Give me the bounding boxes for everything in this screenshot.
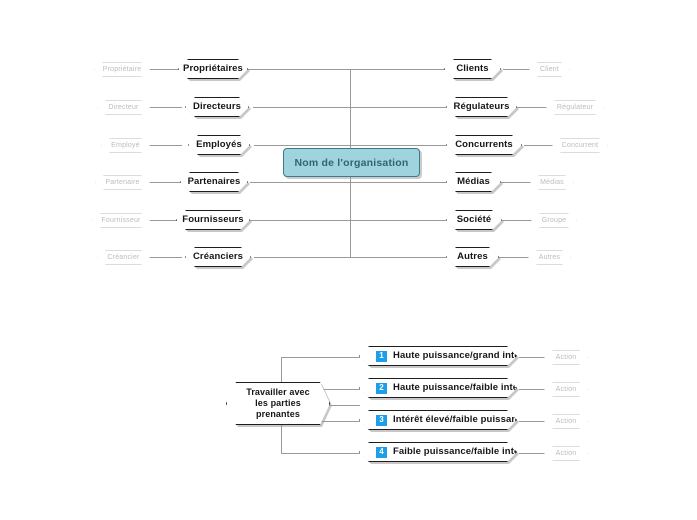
branch-label: Partenaires	[187, 176, 241, 188]
branch-label: Concurrents	[455, 139, 513, 151]
branch-node-creanciers[interactable]: Créanciers	[185, 247, 251, 267]
ghost-label: Propriétaire	[102, 66, 142, 73]
ghost-node-groupe[interactable]: Groupe	[531, 213, 577, 228]
ghost-node-client[interactable]: Client	[529, 62, 570, 77]
branch-node-directeurs[interactable]: Directeurs	[185, 97, 249, 117]
strategy-item-1[interactable]: 1 Haute puissance/grand intérêt	[359, 346, 517, 366]
number-badge-1: 1	[376, 351, 387, 362]
branch-node-partenaires[interactable]: Partenaires	[180, 172, 248, 192]
branch-node-concurrents[interactable]: Concurrents	[446, 135, 522, 155]
ghost-label: Client	[539, 66, 560, 73]
ghost-node-partenaire[interactable]: Partenaire	[95, 175, 150, 190]
ghost-label: Médias	[540, 179, 564, 186]
strategy-item-4[interactable]: 4 Faible puissance/faible intérêt	[359, 442, 517, 462]
ghost-node-autres[interactable]: Autres	[528, 250, 571, 265]
ghost-label: Groupe	[541, 217, 567, 224]
ghost-label: Directeur	[108, 104, 139, 111]
strategy-item-label: Faible puissance/faible intérêt	[393, 446, 532, 458]
ghost-node-medias[interactable]: Médias	[530, 175, 574, 190]
ghost-node-directeur[interactable]: Directeur	[97, 100, 150, 115]
branch-label: Fournisseurs	[182, 214, 244, 226]
ghost-label: Fournisseur	[101, 217, 141, 224]
root-label-line3: prenantes	[256, 408, 300, 419]
branch-node-autres[interactable]: Autres	[446, 247, 499, 267]
ghost-label: Action	[555, 354, 577, 361]
branch-node-societe[interactable]: Société	[446, 210, 502, 230]
strategy-item-3[interactable]: 3 Intérêt élevé/faible puissance	[359, 410, 517, 430]
ghost-label: Action	[555, 418, 577, 425]
ghost-node-concurrent[interactable]: Concurrent	[552, 138, 608, 153]
ghost-node-action-1[interactable]: Action	[544, 350, 588, 365]
branch-node-clients[interactable]: Clients	[444, 59, 501, 79]
strategy-item-label: Haute puissance/faible intérêt	[393, 382, 531, 394]
ghost-node-action-2[interactable]: Action	[544, 382, 588, 397]
ghost-node-regulateur[interactable]: Régulateur	[546, 100, 604, 115]
organisation-center-label: Nom de l'organisation	[294, 156, 409, 169]
strategy-item-2[interactable]: 2 Haute puissance/faible intérêt	[359, 378, 517, 398]
strategy-item-label: Haute puissance/grand intérêt	[393, 350, 533, 362]
branch-label: Régulateurs	[453, 101, 510, 113]
ghost-node-employe[interactable]: Employé	[101, 138, 150, 153]
stakeholder-strategy-root-node[interactable]: Travailler avec les parties prenantes	[226, 382, 330, 425]
branch-node-fournisseurs[interactable]: Fournisseurs	[176, 210, 250, 230]
branch-label: Société	[456, 214, 492, 226]
ghost-node-action-3[interactable]: Action	[544, 414, 588, 429]
branch-label: Autres	[457, 251, 488, 263]
root-label-line1: Travailler avec	[246, 387, 310, 398]
ghost-node-action-4[interactable]: Action	[544, 446, 588, 461]
organisation-center-node[interactable]: Nom de l'organisation	[283, 148, 420, 177]
strategy-item-label: Intérêt élevé/faible puissance	[393, 414, 529, 426]
ghost-label: Action	[555, 386, 577, 393]
branch-label: Employés	[196, 139, 242, 151]
ghost-label: Employé	[111, 142, 140, 149]
number-badge-3: 3	[376, 415, 387, 426]
number-badge-2: 2	[376, 383, 387, 394]
branch-label: Propriétaires	[183, 63, 243, 75]
ghost-label: Concurrent	[561, 142, 599, 149]
branch-label: Médias	[457, 176, 490, 188]
ghost-label: Autres	[538, 254, 561, 261]
branch-label: Créanciers	[192, 251, 244, 263]
root-label-line2: les parties	[255, 398, 301, 409]
branch-node-medias[interactable]: Médias	[446, 172, 501, 192]
branch-label: Directeurs	[193, 101, 241, 113]
ghost-label: Action	[555, 450, 577, 457]
ghost-node-creancier[interactable]: Créancier	[97, 250, 150, 265]
ghost-label: Créancier	[107, 254, 140, 261]
branch-node-proprietaires[interactable]: Propriétaires	[178, 59, 248, 79]
ghost-label: Régulateur	[556, 104, 594, 111]
ghost-node-fournisseur[interactable]: Fournisseur	[92, 213, 150, 228]
branch-label: Clients	[456, 63, 489, 75]
ghost-label: Partenaire	[105, 179, 140, 186]
branch-node-regulateurs[interactable]: Régulateurs	[446, 97, 517, 117]
ghost-node-proprietaire[interactable]: Propriétaire	[94, 62, 150, 77]
number-badge-4: 4	[376, 447, 387, 458]
branch-node-employes[interactable]: Employés	[188, 135, 250, 155]
